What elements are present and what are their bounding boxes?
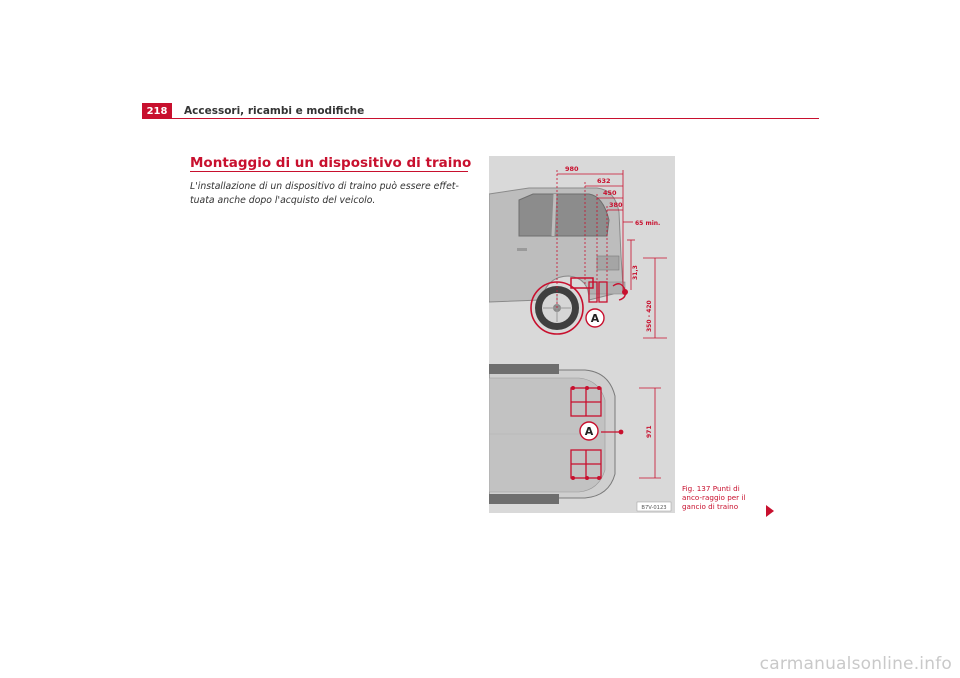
callout-a-top: A <box>591 312 600 325</box>
header-rule <box>142 118 819 119</box>
section-title: Montaggio di un dispositivo di traino <box>190 155 472 171</box>
dim-350-420: 350 - 420 <box>646 300 653 332</box>
watermark: carmanualsonline.info <box>759 654 952 674</box>
dim-971: 971 <box>646 425 653 438</box>
dim-450: 450 <box>603 189 617 197</box>
dim-31-3: 31,3 <box>632 265 639 280</box>
dim-65-min: 65 min. <box>635 220 660 227</box>
mounting-points-side <box>570 277 628 303</box>
callout-a-top-marker <box>585 308 605 328</box>
callout-a-bottom-marker <box>579 421 599 441</box>
page-number: 218 <box>142 103 172 119</box>
figure-caption: Fig. 137 Punti di anco-raggio per il gan… <box>682 484 746 511</box>
car-rear-window <box>518 193 610 237</box>
next-page-arrow-icon <box>766 505 774 517</box>
running-header: Accessori, ricambi e modifiche <box>184 105 365 117</box>
dim-380: 380 <box>609 201 623 209</box>
title-rule <box>190 171 468 172</box>
dim-980: 980 <box>565 165 579 173</box>
dim-632: 632 <box>597 177 611 185</box>
tow-hitch-figure: A 980 632 450 380 65 min. 31,3 350 - 420 <box>489 156 675 513</box>
figure-code: B7V-0123 <box>641 505 666 511</box>
intro-paragraph: L'installazione di un dispositivo di tra… <box>190 181 459 206</box>
callout-a-bottom: A <box>585 425 594 438</box>
